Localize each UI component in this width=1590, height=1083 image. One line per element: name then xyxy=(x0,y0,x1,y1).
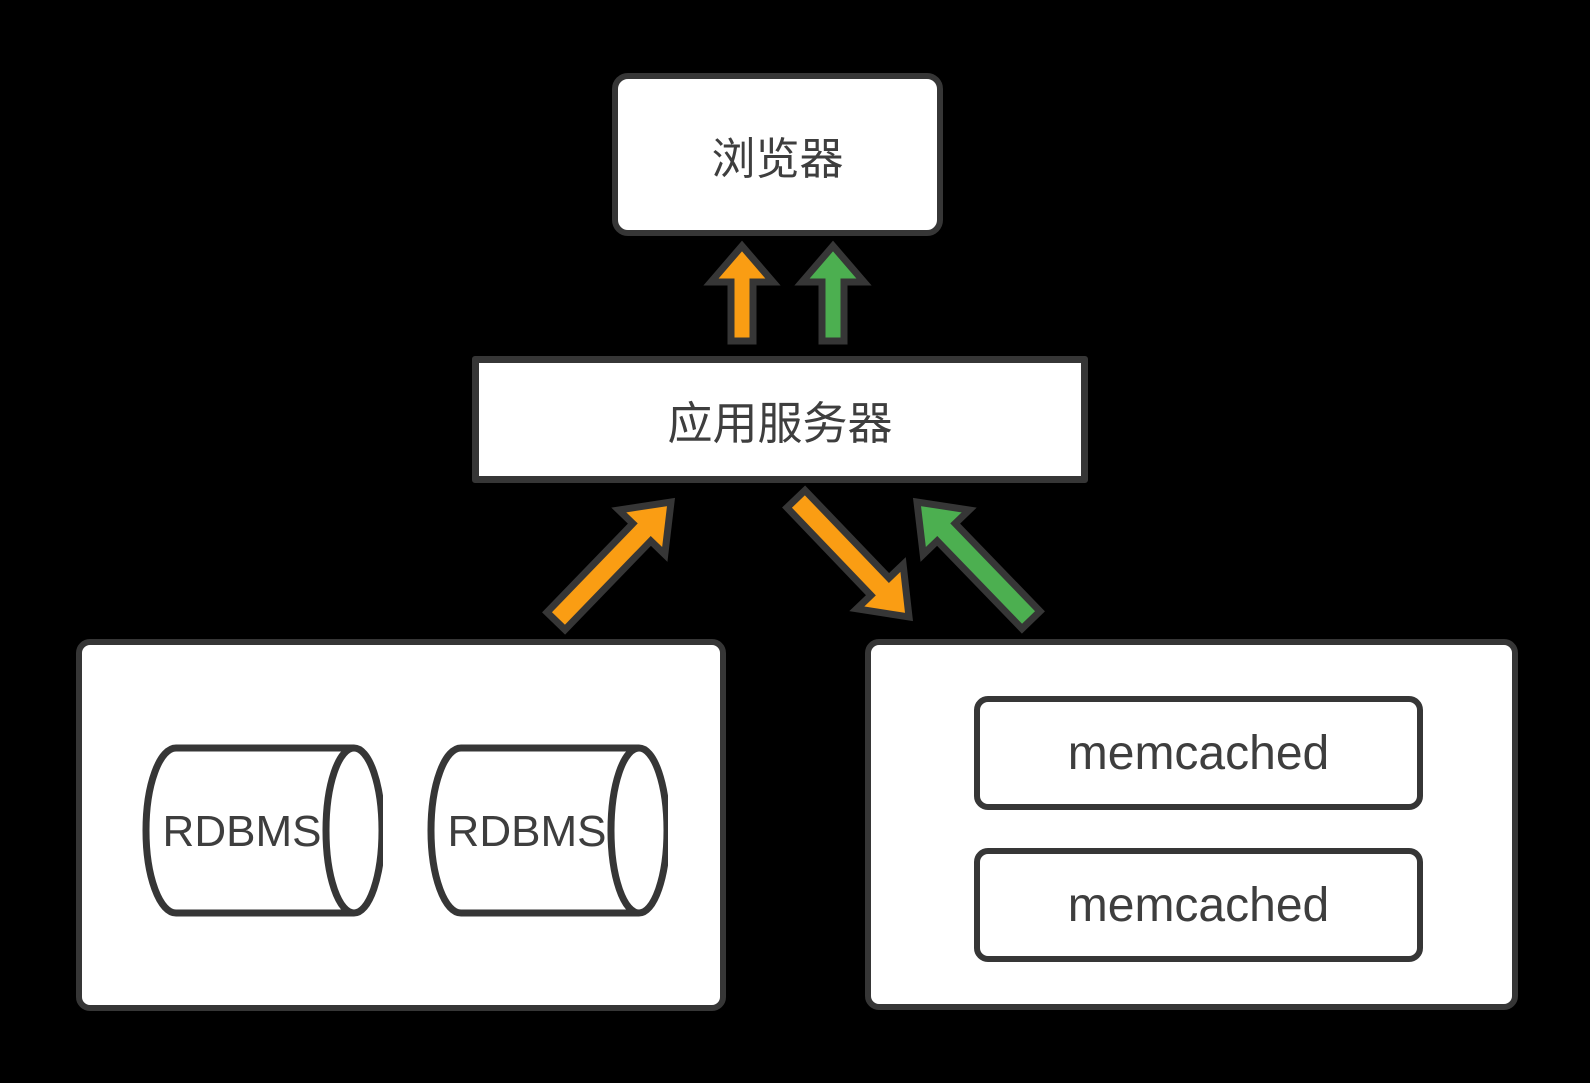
browser-node: 浏览器 xyxy=(612,73,943,236)
app-server-node: 应用服务器 xyxy=(472,356,1088,483)
memcached-node: memcached xyxy=(974,848,1423,962)
rdbms-label: RDBMS xyxy=(448,807,607,856)
arrow-app-to-memcached-orange xyxy=(782,485,913,622)
database-cylinder-icon: RDBMS xyxy=(142,744,383,917)
arrow-rdbms-to-app-orange xyxy=(542,497,676,635)
browser-label: 浏览器 xyxy=(711,134,844,184)
database-cylinder-icon: RDBMS xyxy=(427,744,668,917)
memcached-group-node: memcached memcached xyxy=(865,639,1518,1010)
arrow-app-to-browser-green xyxy=(794,240,872,345)
rdbms-group-node: RDBMS RDBMS xyxy=(76,639,726,1011)
memcached-label: memcached xyxy=(1067,726,1330,780)
memcached-label: memcached xyxy=(1067,878,1330,932)
app-server-label: 应用服务器 xyxy=(667,398,893,449)
arrow-memcached-to-app-green xyxy=(912,497,1045,634)
memcached-node: memcached xyxy=(974,696,1423,810)
arrow-app-to-browser-orange xyxy=(703,240,781,345)
rdbms-label: RDBMS xyxy=(163,807,322,856)
